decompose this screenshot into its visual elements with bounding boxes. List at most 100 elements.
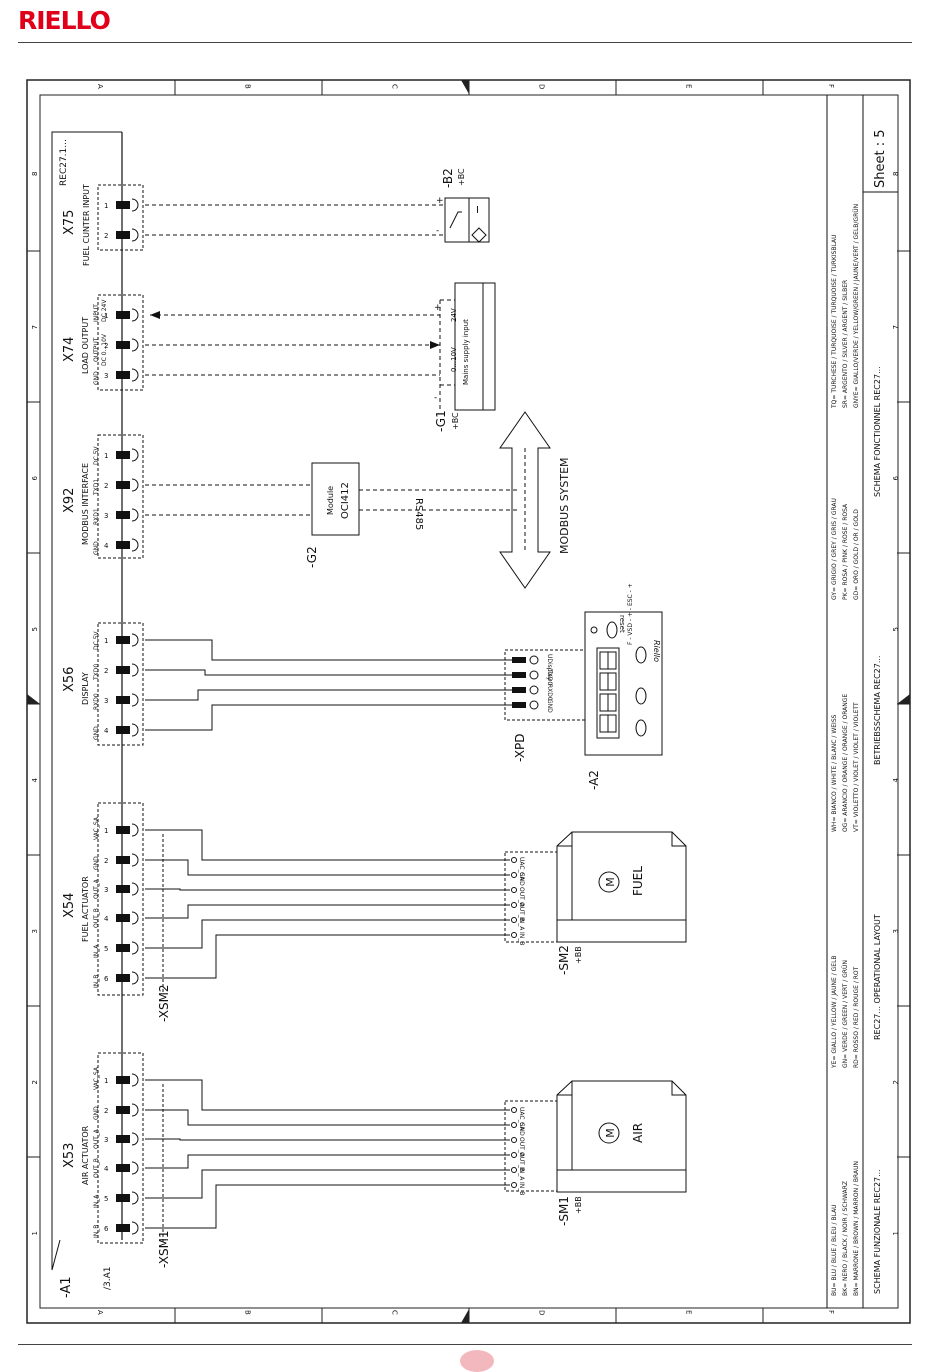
- x92-socket: [131, 538, 139, 552]
- xpd-socket: [529, 670, 539, 680]
- display-wires: [145, 639, 512, 731]
- svg-text:Mains supply input: Mains supply input: [462, 319, 470, 385]
- x75-strip: [97, 184, 144, 251]
- row-label-right: 7: [892, 325, 900, 329]
- legend-entry: BK= NERO / BLACK / NOIR / SCHWARZ: [842, 1181, 849, 1296]
- title-de: BETRIEBSSCHEMA REC27...: [873, 656, 882, 766]
- x74-pin-number: 2: [104, 342, 108, 350]
- xpd-socket: [529, 685, 539, 695]
- x53-signal: OUT_B: [93, 1158, 100, 1178]
- x75-pin: [116, 231, 130, 239]
- x54-strip: [97, 802, 144, 996]
- x53-pin: [116, 1224, 130, 1232]
- x56-pin: [116, 726, 130, 734]
- sm2-fuel-actuator: M FUEL: [556, 831, 687, 943]
- x92-socket: [131, 478, 139, 492]
- legend-entry: OG= ARANCIO / ORANGE / ORANGE / ORANGE: [842, 694, 849, 832]
- svg-text:24V: 24V: [450, 308, 458, 322]
- a2-ref: -A2: [587, 770, 601, 790]
- xpd-pin-label: RXD0: [546, 684, 553, 701]
- actuator-pin: [511, 932, 517, 938]
- inner-frame: [39, 94, 899, 1309]
- header-rule: [18, 42, 912, 43]
- actuator-pin: [511, 857, 517, 863]
- x54-pin: [116, 885, 130, 893]
- x53-id: X53: [62, 1143, 77, 1168]
- a2-brand: Riello: [652, 640, 661, 662]
- sm1-plug: [504, 1100, 558, 1192]
- a1-xref: /3.A1: [103, 1266, 113, 1290]
- x92-signal: TXD1: [93, 479, 100, 496]
- a2-display-unit: Riello reset F - VSD - + - ESC - +: [584, 583, 663, 756]
- sm1-name: AIR: [631, 1123, 645, 1143]
- x54-pin-number: 3: [104, 886, 108, 894]
- grid-ticks: [27, 80, 910, 1323]
- x56-pin: [116, 696, 130, 704]
- actuator-pin-label: UAC_SA: [518, 1107, 525, 1132]
- legend-entry: WH= BIANCO / WHITE / BLANC / WEISS: [831, 714, 838, 832]
- a1-label: REC27.1...: [59, 139, 69, 186]
- x74-socket: [131, 338, 139, 352]
- x53-pin-number: 2: [104, 1107, 108, 1115]
- x92-signal: RXD1: [93, 508, 100, 525]
- row-label-left: 8: [31, 172, 39, 176]
- x56-signal: DC 5V: [93, 630, 100, 650]
- x75-id: X75: [62, 210, 77, 235]
- col-label-top: F: [827, 84, 835, 88]
- footer-rule: [18, 1344, 912, 1345]
- x53-pin: [116, 1135, 130, 1143]
- outer-frame: [26, 79, 911, 1324]
- xpd-ref: -XPD: [513, 734, 527, 762]
- x92-pin-number: 4: [104, 542, 109, 550]
- legend-entry: BN= MARRONE / BROWN / MARRON / BRAUN: [853, 1161, 860, 1296]
- actuator-wire: [145, 888, 510, 891]
- row-label-left: 6: [31, 476, 39, 481]
- x92-pin-number: 2: [104, 482, 108, 490]
- x56-pin-number: 2: [104, 667, 108, 675]
- actuator-wire: [145, 919, 510, 949]
- col-label-bottom: D: [538, 1310, 546, 1315]
- x54-pin-number: 4: [104, 915, 109, 923]
- x54-signal: GND: [93, 856, 100, 870]
- x56-pin-number: 4: [104, 727, 109, 735]
- svg-text:-: -: [434, 393, 437, 403]
- legend-entry: GN= VERDE / GREEN / VERT / GRÜN: [842, 960, 849, 1068]
- x54-socket: [131, 971, 139, 985]
- x54-pin-number: 6: [104, 975, 109, 983]
- fuel-counter-wires: [145, 204, 445, 236]
- xsm2-ref: -XSM2: [157, 984, 171, 1022]
- modbus-wires: [145, 484, 520, 516]
- x54-signal: VAC_SA: [93, 816, 100, 840]
- x54-pin: [116, 914, 130, 922]
- x53-strip: [97, 1052, 144, 1244]
- col-label-bottom: B: [244, 1310, 252, 1315]
- riello-logo: RIELLO: [18, 6, 111, 35]
- x56-signal: GND: [93, 726, 100, 740]
- x54-pin: [116, 974, 130, 982]
- x74-pin: [116, 311, 130, 319]
- x53-signal: IN_B: [93, 1225, 100, 1238]
- x56-socket: [131, 663, 139, 677]
- sm1-ref: -SM1: [557, 1196, 571, 1226]
- xpd-pin: [512, 687, 526, 693]
- page-number-badge: [460, 1350, 494, 1372]
- x92-pin-number: 1: [104, 452, 108, 460]
- actuator-pin-label: GND: [518, 872, 525, 886]
- x53-socket: [131, 1191, 139, 1205]
- actuator-wire: [145, 1079, 510, 1111]
- xsm1-ref: -XSM1: [157, 1230, 171, 1268]
- x92-signal: DC 5V: [93, 445, 100, 465]
- col-label-top: A: [96, 84, 104, 89]
- x74-socket: [131, 308, 139, 322]
- actuator-wire: [145, 934, 510, 979]
- x92-id: X92: [62, 488, 77, 513]
- actuator-pin: [511, 917, 517, 923]
- x53-pin: [116, 1106, 130, 1114]
- x92-pin-number: 3: [104, 512, 108, 520]
- x54-pin-number: 1: [104, 827, 108, 835]
- legend-entry: PK= ROSA / PINK / ROSE / ROSA: [842, 503, 849, 600]
- x92-pin: [116, 451, 130, 459]
- legend-entry: GY= GRIGIO / GREY / GRIS / GRAU: [831, 498, 838, 600]
